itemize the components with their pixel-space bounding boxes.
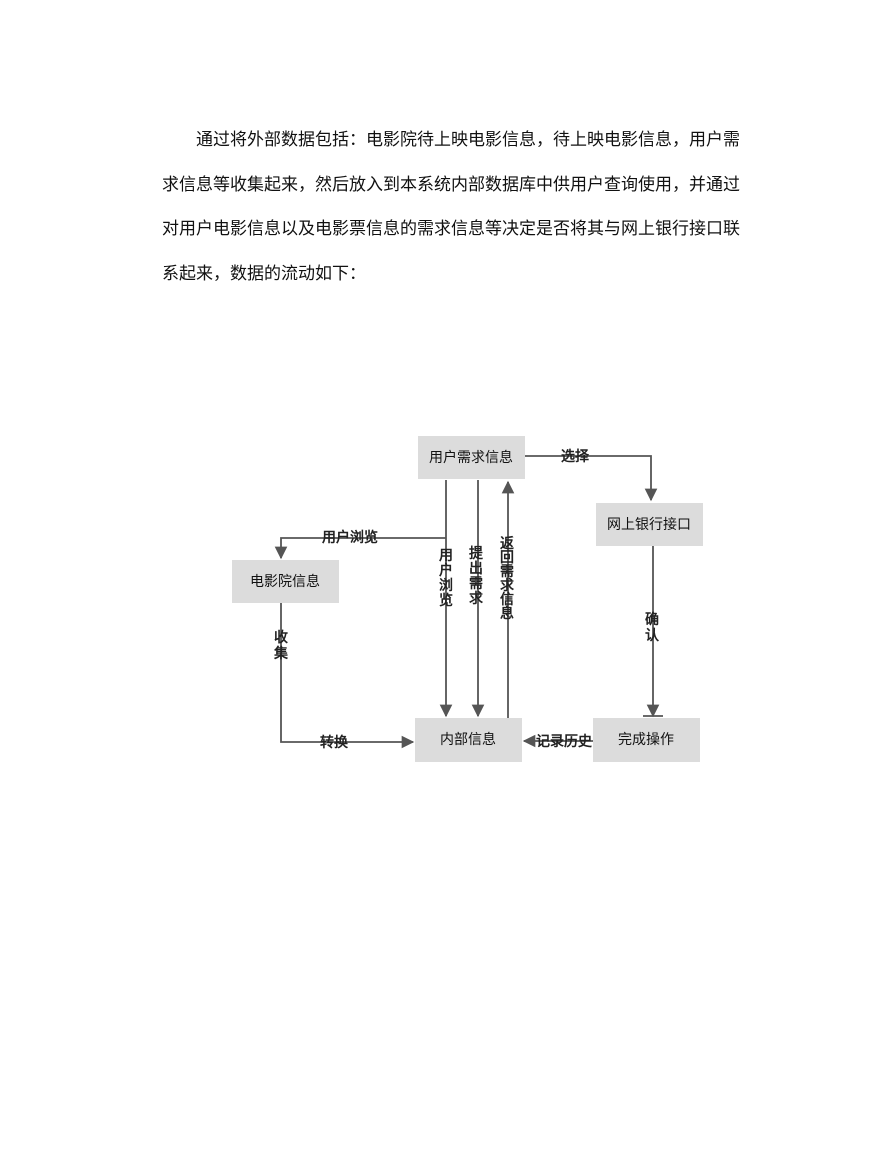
node-internal-box xyxy=(415,718,522,762)
node-complete-box xyxy=(593,718,700,762)
label-select: 选择 xyxy=(561,448,590,465)
node-internal: 内部信息 xyxy=(440,731,496,748)
edge-select xyxy=(525,455,658,502)
node-user-demand: 用户需求信息 xyxy=(429,449,513,466)
label-collect: 收集 xyxy=(273,629,289,662)
node-user-demand-box xyxy=(418,436,525,479)
edge-collect-convert xyxy=(280,603,415,749)
label-confirm: 确认 xyxy=(645,611,660,644)
node-cinema-box xyxy=(232,560,339,603)
label-submit: 提出需求 xyxy=(469,546,484,607)
label-record: 记录历史 xyxy=(536,734,593,750)
intro-paragraph: 通过将外部数据包括：电影院待上映电影信息，待上映电影信息，用户需求信息等收集起来… xyxy=(162,130,740,285)
node-cinema: 电影院信息 xyxy=(250,573,320,590)
node-bank-box xyxy=(596,503,703,546)
node-complete: 完成操作 xyxy=(618,732,674,748)
node-bank: 网上银行接口 xyxy=(607,516,691,533)
label-convert: 转换 xyxy=(320,734,349,751)
label-browse-v: 用户浏览 xyxy=(439,548,453,609)
label-return: 返回需求信息 xyxy=(500,535,515,622)
label-browse-h: 用户浏览 xyxy=(322,529,378,546)
edge-browse-h xyxy=(274,537,446,560)
